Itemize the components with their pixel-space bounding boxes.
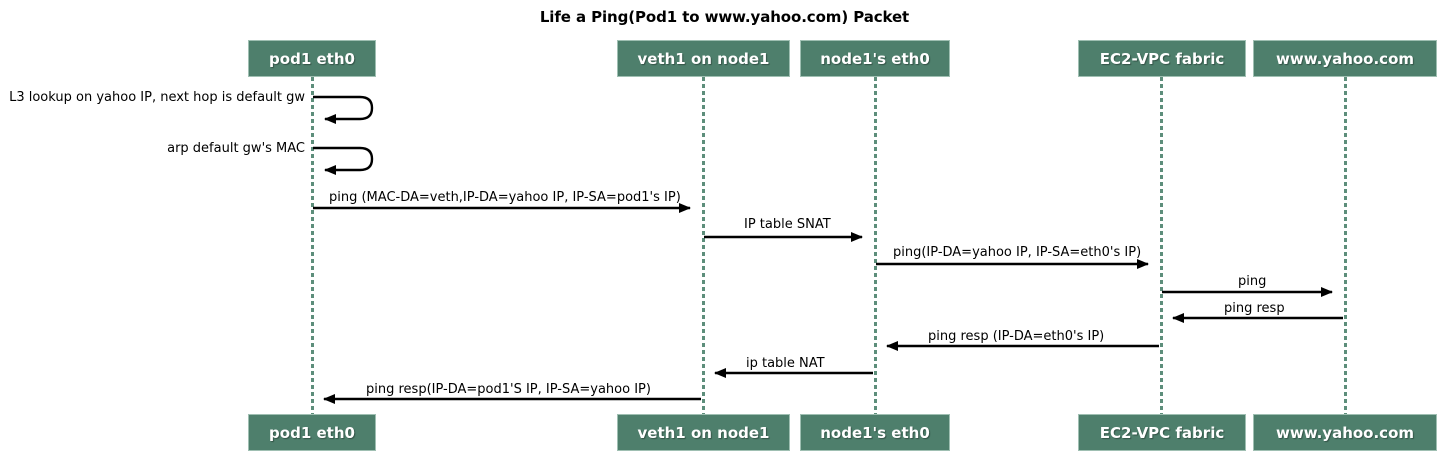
participant-label: veth1 on node1 [637, 49, 770, 68]
participant-label: www.yahoo.com [1275, 49, 1415, 68]
participant-label: pod1 eth0 [269, 423, 355, 442]
message-label-1: L3 lookup on yahoo IP, next hop is defau… [9, 90, 305, 105]
message-arrow-2 [313, 146, 374, 175]
lifeline-ec2vpc [1160, 77, 1163, 414]
participant-label: veth1 on node1 [637, 423, 770, 442]
participant-box-pod1-top[interactable]: pod1 eth0 [248, 40, 376, 77]
participant-box-veth1-bottom[interactable]: veth1 on node1 [617, 414, 790, 451]
participant-box-ec2vpc-bottom[interactable]: EC2-VPC fabric [1078, 414, 1246, 451]
message-label-4: IP table SNAT [744, 217, 831, 232]
participant-label: EC2-VPC fabric [1099, 49, 1225, 68]
lifeline-pod1 [311, 77, 314, 414]
participant-box-pod1-bottom[interactable]: pod1 eth0 [248, 414, 376, 451]
message-label-2: arp default gw's MAC [167, 141, 305, 156]
participant-box-node1eth0-top[interactable]: node1's eth0 [800, 40, 950, 77]
message-label-10: ping resp(IP-DA=pod1'S IP, IP-SA=yahoo I… [366, 382, 651, 397]
participant-box-ec2vpc-top[interactable]: EC2-VPC fabric [1078, 40, 1246, 77]
message-label-3: ping (MAC-DA=veth,IP-DA=yahoo IP, IP-SA=… [329, 190, 681, 205]
participant-label: node1's eth0 [820, 423, 930, 442]
participant-box-veth1-top[interactable]: veth1 on node1 [617, 40, 790, 77]
message-label-8: ping resp (IP-DA=eth0's IP) [928, 329, 1105, 344]
participant-box-yahoo-top[interactable]: www.yahoo.com [1253, 40, 1437, 77]
participant-label: EC2-VPC fabric [1099, 423, 1225, 442]
lifeline-node1eth0 [874, 77, 877, 414]
lifeline-yahoo [1344, 77, 1347, 414]
participant-box-node1eth0-bottom[interactable]: node1's eth0 [800, 414, 950, 451]
participant-box-yahoo-bottom[interactable]: www.yahoo.com [1253, 414, 1437, 451]
message-label-9: ip table NAT [746, 356, 825, 371]
message-label-7: ping resp [1224, 301, 1285, 316]
participant-label: node1's eth0 [820, 49, 930, 68]
participant-label: www.yahoo.com [1275, 423, 1415, 442]
page-title: Life a Ping(Pod1 to www.yahoo.com) Packe… [539, 8, 910, 26]
message-label-5: ping(IP-DA=yahoo IP, IP-SA=eth0's IP) [893, 245, 1142, 260]
message-label-6: ping [1238, 274, 1267, 289]
message-arrow-1 [313, 95, 374, 124]
lifeline-veth1 [702, 77, 705, 414]
participant-label: pod1 eth0 [269, 49, 355, 68]
